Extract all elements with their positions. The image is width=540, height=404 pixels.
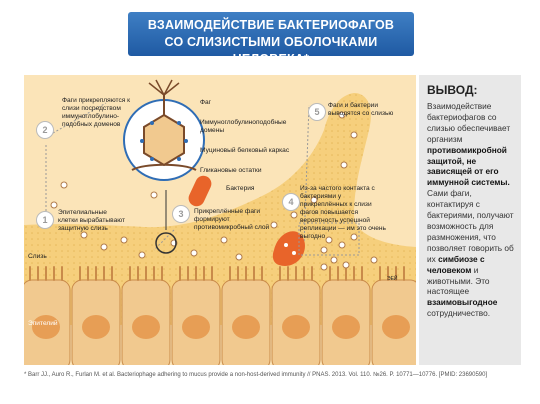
phages	[50, 111, 378, 271]
title-line-2: СО СЛИЗИСТЫМИ ОБОЛОЧКАМИ ЧЕЛОВЕКА*	[164, 35, 378, 66]
bacteria-cluster	[325, 233, 358, 249]
step-4-text: Из-за частого контакта с бактериями у пр…	[300, 185, 386, 240]
conclusion-panel: ВЫВОД: Взаимодействие бактериофагов со с…	[419, 75, 521, 365]
step-5-text: Фаги и бактерии выводятся со слизью	[328, 102, 394, 117]
label-phage: Фаг	[200, 99, 212, 106]
conclusion-p4: сотрудничество.	[427, 308, 491, 319]
conclusion-b1: противомикробной защитой,	[427, 144, 507, 166]
conclusion-p3: и животными. Это настоящее	[427, 264, 490, 297]
title-banner: ВЗАИМОДЕЙСТВИЕ БАКТЕРИОФАГОВ СО СЛИЗИСТЫ…	[128, 12, 414, 66]
infected-bacterium-icon	[272, 231, 305, 266]
step-3-text: Прикреплённые фаги формируют противомикр…	[194, 208, 270, 231]
conclusion-p1: Взаимодействие бактериофагов со слизью о…	[427, 101, 511, 144]
header: ВЗАИМОДЕЙСТВИЕ БАКТЕРИОФАГОВ СО СЛИЗИСТЫ…	[0, 0, 540, 66]
step-4-badge: 4	[282, 193, 300, 211]
illustration-panel: Фаг Иммуноглобулиноподобные домены Муцин…	[24, 75, 416, 365]
conclusion-p2: Сами фаги, контактируя с бактериями, пол…	[427, 188, 514, 264]
label-ig-domains: Иммуноглобулиноподобные домены	[200, 119, 287, 134]
conclusion-heading: ВЫВОД:	[427, 83, 478, 97]
step-2-text: Фаги прикрепляются к слизи посредством и…	[62, 97, 131, 128]
step-1-text: Эпителиальные клетки вырабатывают защитн…	[58, 209, 126, 232]
step-1-badge: 1	[36, 211, 54, 229]
microvilli	[29, 266, 405, 281]
replication-box	[298, 222, 360, 256]
title-line-1: ВЗАИМОДЕЙСТВИЕ БАКТЕРИОФАГОВ	[147, 18, 395, 32]
conclusion-b2: не зависящей от его иммунной системы.	[427, 155, 510, 188]
conclusion-text: Взаимодействие бактериофагов со слизью о…	[427, 101, 519, 319]
author-signature: ЭЕЙ	[387, 276, 398, 282]
zoom-callout	[123, 79, 205, 254]
label-mucus: Слизь	[28, 253, 47, 260]
step-2-badge: 2	[36, 121, 54, 139]
epithelium-cells	[24, 279, 416, 365]
conclusion-b4: взаимовыгодное	[427, 297, 498, 308]
label-glycan: Гликановые остатки	[200, 167, 262, 174]
conclusion-b3: симбиозе с человеком	[427, 253, 485, 275]
step-5-badge: 5	[308, 103, 326, 121]
bacterium-icon	[188, 175, 212, 207]
footnote: * Barr JJ., Auro R., Furlan M. et al. Ba…	[24, 372, 488, 378]
label-epithelium: Эпителий	[28, 320, 58, 327]
step-3-badge: 3	[172, 205, 190, 223]
label-bacterium: Бактерия	[226, 185, 255, 192]
label-mucin: Муциновый белковый каркас	[200, 147, 290, 154]
illustration-svg	[24, 79, 416, 365]
